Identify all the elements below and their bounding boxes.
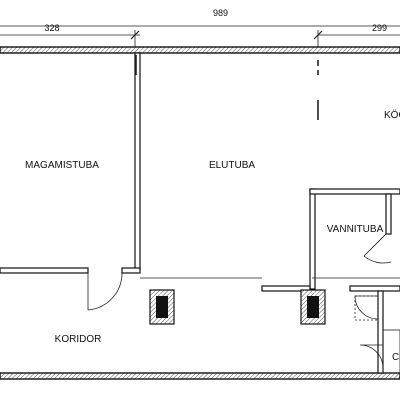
bedroom-corridor-wall-right: [121, 267, 141, 274]
dim-right-segment: 299: [372, 23, 387, 33]
door-wc-top: [354, 295, 379, 320]
interior-walls: [0, 52, 400, 374]
chimneys: [149, 289, 326, 325]
bath-top-wall: [309, 188, 400, 195]
bottom-wall: [0, 372, 400, 380]
room-label-elutuba: ELUTUBA: [209, 160, 255, 171]
bedroom-living-wall: [134, 52, 141, 271]
bath-bottom-wall: [349, 285, 400, 292]
room-label-kook: KÖÖ: [384, 109, 400, 121]
dimension-lines: [0, 25, 400, 48]
thin-lines: [135, 55, 400, 279]
door-bedroom: [87, 272, 123, 311]
dim-left-segment: 328: [44, 23, 59, 33]
room-label-magamistuba: MAGAMISTUBA: [25, 160, 99, 171]
room-label-vannituba: VANNITUBA: [327, 224, 384, 235]
room-label-right-edge: C: [392, 352, 399, 363]
living-kitchen-lower-wall: [261, 285, 311, 292]
top-wall: [0, 46, 400, 54]
bath-divider-wall: [385, 193, 392, 235]
door-bathroom: [363, 233, 392, 264]
doors: [87, 233, 400, 374]
bedroom-corridor-wall: [0, 267, 89, 274]
room-label-koridor: KORIDOR: [55, 334, 102, 345]
exterior-walls: [0, 46, 400, 380]
dim-overall: 989: [213, 8, 228, 18]
living-bath-wall-left: [309, 188, 316, 290]
